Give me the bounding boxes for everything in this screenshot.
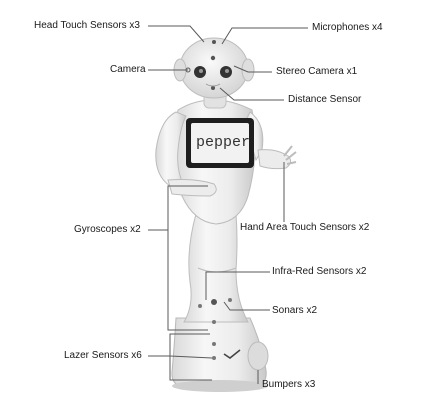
robot-mouth-camera xyxy=(211,86,215,90)
label-lazer-sensors: Lazer Sensors x6 xyxy=(64,350,142,361)
label-infra-red-sensors: Infra-Red Sensors x2 xyxy=(272,266,367,277)
tablet-brand-text: pepper xyxy=(196,134,251,151)
robot-forehead-camera xyxy=(210,55,216,61)
label-stereo-camera: Stereo Camera x1 xyxy=(276,66,358,77)
head-touch-dot xyxy=(212,40,216,44)
label-head-touch-sensors: Head Touch Sensors x3 xyxy=(34,20,140,31)
label-gyroscopes: Gyroscopes x2 xyxy=(74,224,141,235)
robot-hand-left xyxy=(167,179,217,197)
label-hand-area-touch-sensors: Hand Area Touch Sensors x2 xyxy=(240,222,370,233)
robot-leg xyxy=(183,213,249,323)
label-sonars: Sonars x2 xyxy=(272,305,318,316)
robot-fingers-right xyxy=(283,145,297,165)
sonar-dot xyxy=(211,299,217,305)
robot-ear-right xyxy=(241,58,255,82)
label-distance-sensor: Distance Sensor xyxy=(288,94,362,105)
lazer-mark xyxy=(223,349,241,359)
label-bumpers: Bumpers x3 xyxy=(262,379,316,390)
leader-lines xyxy=(148,25,308,384)
robot-tablet-screen xyxy=(191,123,249,163)
label-microphones: Microphones x4 xyxy=(312,22,383,33)
label-camera: Camera xyxy=(110,64,146,75)
bumper-right xyxy=(247,341,269,371)
robot-base-bottom xyxy=(172,380,268,392)
